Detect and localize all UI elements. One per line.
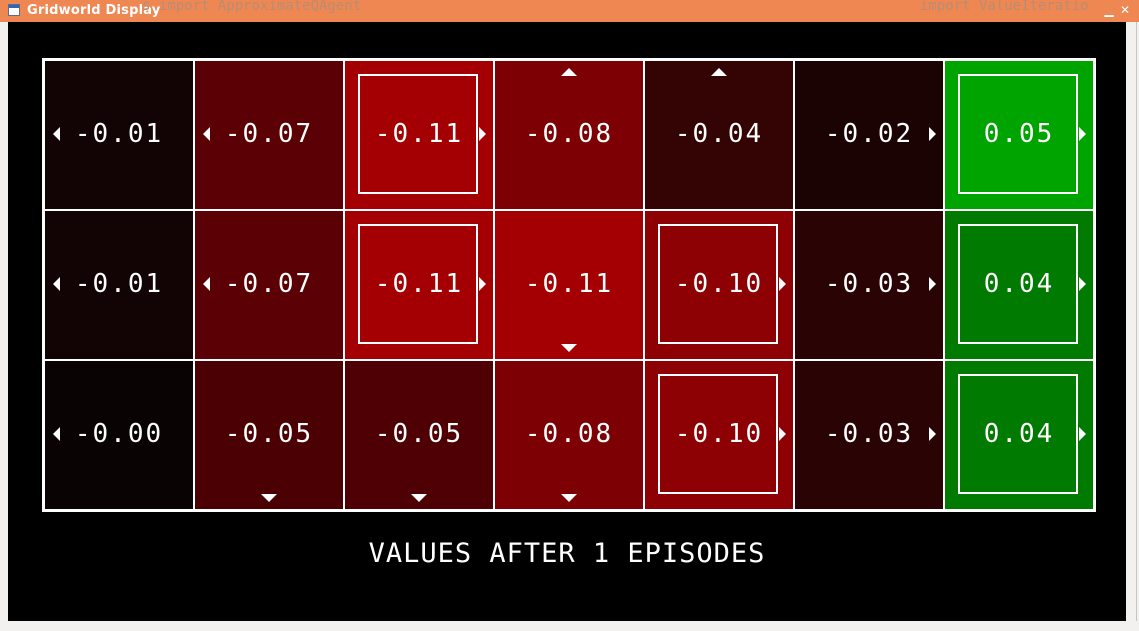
- grid-cell: -0.05: [344, 360, 494, 510]
- cell-value: -0.08: [524, 119, 614, 149]
- cell-value: -0.01: [74, 269, 164, 299]
- grid-cell: -0.03: [794, 210, 944, 360]
- window-frame-bottom: [0, 621, 1139, 631]
- cell-value: 0.05: [983, 119, 1055, 149]
- cell-value: -0.04: [674, 119, 764, 149]
- grid-cell: -0.03: [794, 360, 944, 510]
- window-frame-right: [1126, 22, 1139, 631]
- arrow-right-icon: [929, 427, 936, 441]
- grid-cell: -0.10: [644, 360, 794, 510]
- cell-value: -0.11: [374, 269, 464, 299]
- cell-value: -0.03: [824, 419, 914, 449]
- episode-caption: VALUES AFTER 1 EPISODES: [368, 538, 766, 569]
- grid-cell: -0.07: [194, 210, 344, 360]
- arrow-right-icon: [779, 277, 786, 291]
- grid-cell: -0.01: [44, 60, 194, 210]
- arrow-left-icon: [53, 127, 60, 141]
- arrow-left-icon: [203, 277, 210, 291]
- grid-cell: -0.11: [344, 210, 494, 360]
- cell-value: 0.04: [983, 269, 1055, 299]
- grid-cell: -0.02: [794, 60, 944, 210]
- cell-value: -0.11: [524, 269, 614, 299]
- arrow-right-icon: [479, 277, 486, 291]
- arrow-right-icon: [1079, 427, 1086, 441]
- arrow-right-icon: [929, 127, 936, 141]
- window-title: Gridworld Display: [27, 3, 161, 18]
- cell-value: -0.03: [824, 269, 914, 299]
- arrow-right-icon: [1079, 127, 1086, 141]
- cell-value: 0.04: [983, 419, 1055, 449]
- state-box: [358, 224, 478, 344]
- cell-value: -0.01: [74, 119, 164, 149]
- cell-value: -0.05: [374, 419, 464, 449]
- state-box: [958, 74, 1078, 194]
- state-box: [658, 224, 778, 344]
- grid-cell: -0.10: [644, 210, 794, 360]
- state-box: [958, 374, 1078, 494]
- title-bar[interactable]: Gridworld Display s import ApproximateQA…: [0, 0, 1139, 22]
- close-button[interactable]: ✕: [1119, 3, 1131, 17]
- grid-cell: -0.11: [344, 60, 494, 210]
- cell-value: -0.00: [74, 419, 164, 449]
- grid-cell: 0.04: [944, 360, 1094, 510]
- cell-value: -0.05: [224, 419, 314, 449]
- grid-cell: 0.04: [944, 210, 1094, 360]
- cell-value: -0.10: [674, 269, 764, 299]
- value-grid: -0.01 -0.07 -0.11 -0.08 -0.04 -0.02 0.05 -0.01 -…: [42, 58, 1096, 512]
- state-box: [658, 374, 778, 494]
- arrow-left-icon: [53, 427, 60, 441]
- cell-value: -0.10: [674, 419, 764, 449]
- state-box: [358, 74, 478, 194]
- grid-cell: -0.04: [644, 60, 794, 210]
- arrow-left-icon: [203, 127, 210, 141]
- arrow-down-icon: [561, 344, 577, 352]
- grid-cell: -0.08: [494, 60, 644, 210]
- cell-value: -0.07: [224, 269, 314, 299]
- grid-cell: -0.01: [44, 210, 194, 360]
- window-frame-line: [1136, 22, 1137, 631]
- arrow-up-icon: [711, 68, 727, 76]
- grid-cell: -0.00: [44, 360, 194, 510]
- arrow-down-icon: [561, 494, 577, 502]
- arrow-right-icon: [479, 127, 486, 141]
- arrow-up-icon: [561, 68, 577, 76]
- arrow-left-icon: [53, 277, 60, 291]
- window-icon: [8, 4, 20, 16]
- grid-cell: 0.05: [944, 60, 1094, 210]
- background-text-left: s import ApproximateQAgent: [142, 0, 362, 14]
- cell-value: -0.11: [374, 119, 464, 149]
- arrow-down-icon: [261, 494, 277, 502]
- arrow-down-icon: [411, 494, 427, 502]
- grid-cell: -0.08: [494, 360, 644, 510]
- gridworld-canvas: -0.01 -0.07 -0.11 -0.08 -0.04 -0.02 0.05 -0.01 -…: [8, 22, 1126, 621]
- arrow-right-icon: [779, 427, 786, 441]
- cell-value: -0.02: [824, 119, 914, 149]
- background-text-right: import ValueIteratio: [920, 0, 1089, 14]
- minimize-button[interactable]: ▁: [1104, 3, 1114, 17]
- cell-value: -0.07: [224, 119, 314, 149]
- grid-cell: -0.05: [194, 360, 344, 510]
- state-box: [958, 224, 1078, 344]
- arrow-right-icon: [1079, 277, 1086, 291]
- cell-value: -0.08: [524, 419, 614, 449]
- grid-cell: -0.11: [494, 210, 644, 360]
- grid-cell: -0.07: [194, 60, 344, 210]
- arrow-right-icon: [929, 277, 936, 291]
